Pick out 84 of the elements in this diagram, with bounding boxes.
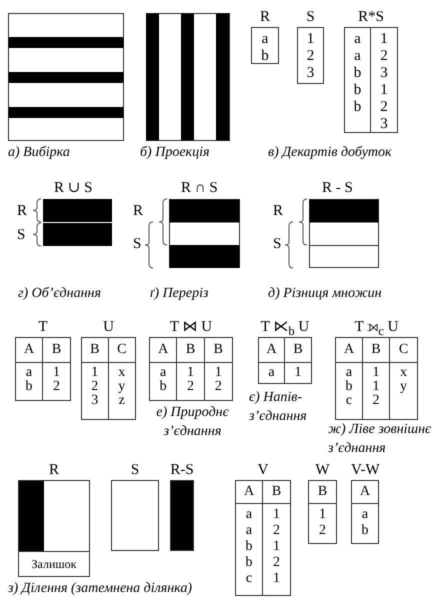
- column-values: a b: [24, 366, 34, 394]
- column-header: B: [43, 338, 70, 363]
- column-values: a b: [260, 31, 270, 63]
- relation-table: [251, 9, 279, 64]
- relation-name: S: [306, 9, 315, 25]
- relation-name: R-S: [170, 462, 194, 478]
- column-values: a b: [360, 507, 370, 539]
- relation-table: [81, 319, 136, 420]
- column-header: A: [352, 481, 378, 504]
- relation-name: S: [130, 462, 140, 478]
- column-header: B: [177, 338, 205, 363]
- column-values: x y z: [117, 366, 126, 408]
- column-header: C: [108, 338, 135, 363]
- relation-name: V-W: [351, 462, 380, 478]
- column-header: B: [363, 338, 390, 363]
- relation-name: U: [103, 319, 114, 335]
- column-header: B: [82, 338, 108, 363]
- relation-box: [170, 462, 194, 551]
- column-values: a: [267, 366, 276, 380]
- figure-caption: б) Проекція: [140, 144, 210, 162]
- operation-label: R - S: [322, 180, 353, 196]
- set-label: R: [17, 203, 28, 219]
- relation-table: [297, 9, 324, 84]
- relation-name: R: [48, 462, 59, 478]
- set-label: S: [133, 236, 142, 252]
- column-values: 1 2: [52, 366, 61, 394]
- relation-table: [258, 319, 312, 384]
- column-values: a a b b c: [244, 507, 254, 587]
- relation-table: [344, 9, 398, 133]
- column-values: 1 2: [186, 366, 195, 394]
- column-header: A: [150, 338, 178, 363]
- column-values: a b c: [344, 366, 354, 408]
- column-values: 1 1 2: [371, 366, 380, 408]
- column-header: C: [390, 338, 417, 363]
- column-values: 1 2 3 1 2 3: [379, 31, 389, 132]
- figure-caption: д) Різниця множин: [268, 285, 383, 303]
- relation-table: [351, 462, 379, 544]
- figure-caption: в) Декартів добуток: [268, 144, 393, 162]
- relation-name: V: [258, 462, 268, 478]
- column-header: B: [263, 481, 290, 504]
- set-label: S: [273, 236, 282, 252]
- column-header: A: [16, 338, 43, 363]
- set-label: R: [273, 203, 284, 219]
- column-values: 1 2: [318, 507, 327, 539]
- operation-label: R ∩ S: [181, 180, 218, 196]
- relation-box: [111, 462, 159, 551]
- relation-table: [335, 319, 418, 420]
- figure-caption: е) Природнє з’єднання: [155, 404, 230, 441]
- column-values: a b: [158, 366, 168, 394]
- column-header: A: [236, 481, 263, 504]
- relation-name: T ⟕$_{c}$ U: [354, 319, 398, 339]
- relation-name: T ⋉$_{b}$ U: [260, 319, 310, 339]
- column-values: 1 2 3: [90, 366, 100, 408]
- figure-caption: а) Вибірка: [8, 144, 71, 162]
- relation-table: [308, 462, 337, 544]
- column-values: x y: [398, 366, 408, 394]
- figure-caption: г) Об’єднання: [18, 285, 102, 303]
- column-values: 1 2: [214, 366, 223, 394]
- relation-name: W: [315, 462, 330, 478]
- column-header: B: [285, 338, 311, 363]
- column-values: 1 2 3: [306, 31, 316, 82]
- operation-label: R ∪ S: [54, 180, 92, 196]
- figure-caption: ґ) Переріз: [150, 285, 210, 303]
- relation-box: [18, 462, 90, 577]
- column-values: 1: [293, 366, 302, 380]
- figure-caption: ж) Ліве зовнішнє з’єднання: [328, 421, 432, 458]
- column-header: B: [309, 481, 336, 504]
- relation-table: [149, 319, 233, 401]
- relation-name: T: [38, 319, 48, 335]
- column-values: a a b b b: [352, 31, 362, 116]
- column-values: 1 2 1 2 1: [272, 507, 281, 587]
- column-header: B: [204, 338, 232, 363]
- relation-name: T ⋈ U: [170, 319, 212, 335]
- relation-name: R*S: [358, 9, 384, 25]
- figure-caption: є) Напів- з’єднання: [249, 389, 308, 426]
- column-header: A: [259, 338, 285, 363]
- relation-table: [235, 462, 291, 596]
- relation-table: [15, 319, 71, 401]
- figure-caption: з) Ділення (затемнена ділянка): [8, 580, 194, 597]
- set-label: S: [17, 227, 26, 243]
- remainder-text: Залишок: [30, 556, 78, 572]
- column-header: A: [336, 338, 363, 363]
- relation-name: R: [260, 9, 270, 25]
- set-label: R: [133, 203, 144, 219]
